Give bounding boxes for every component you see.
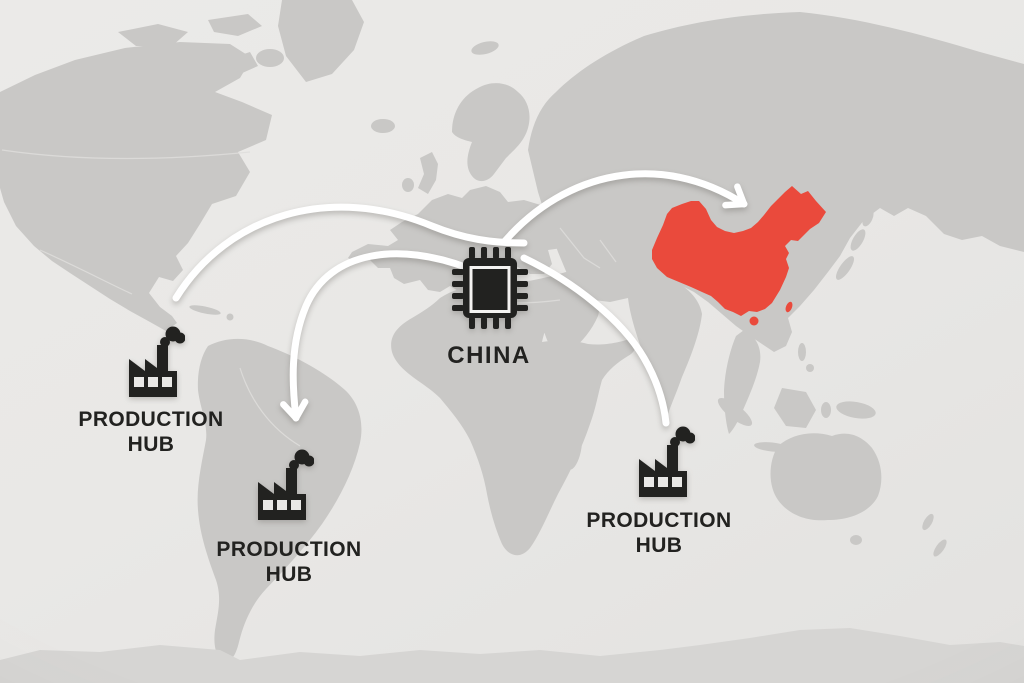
continent-north-america (0, 42, 272, 331)
britain (418, 152, 438, 194)
chip-pins (452, 247, 528, 329)
node-icons (129, 247, 695, 520)
hub2-label: PRODUCTION HUB (216, 537, 361, 587)
philippines (798, 343, 806, 361)
japan-main (850, 229, 866, 251)
sakhalin (848, 166, 860, 198)
hub3-label: PRODUCTION HUB (586, 508, 731, 558)
hainan (749, 316, 759, 326)
china-mainland (652, 186, 826, 316)
new-zealand-north (922, 513, 934, 531)
scandinavia (452, 83, 530, 182)
flow-arrows (172, 170, 748, 427)
new-guinea (836, 401, 876, 419)
continent-australia (770, 433, 882, 521)
japan-south (835, 256, 855, 280)
cuba (189, 305, 221, 315)
ireland (402, 178, 414, 192)
iceland (371, 119, 395, 133)
microchip-icon (452, 247, 528, 329)
arrow-hub1-to-chip (172, 203, 528, 302)
philippines-south (806, 364, 814, 372)
factory-icon-hub1 (129, 326, 185, 397)
arctic-islands (118, 14, 262, 74)
continent-antarctica (0, 628, 1024, 683)
continent-asia (528, 12, 1024, 352)
new-zealand-south (933, 539, 947, 557)
korea (793, 236, 811, 266)
hub2-label-line1: PRODUCTION (216, 538, 362, 561)
arctic-island (256, 49, 284, 67)
tasmania (850, 535, 862, 545)
hub1-label: PRODUCTION HUB (78, 407, 223, 457)
china-node-label: CHINA (447, 342, 531, 369)
factory-icon-hub3 (639, 426, 695, 497)
hub3-label-line1: PRODUCTION (586, 509, 732, 532)
borneo (774, 388, 816, 428)
greenland (278, 0, 364, 82)
hub1-label-line2: HUB (127, 433, 175, 456)
japan-north (862, 209, 874, 227)
arabia (539, 288, 600, 355)
svalbard (471, 41, 499, 55)
china-region (652, 186, 826, 326)
sumatra (717, 397, 753, 427)
hub3-label-line2: HUB (635, 534, 683, 557)
taiwan (785, 301, 793, 313)
arrow-chip-to-china (501, 170, 748, 245)
hispaniola (226, 313, 234, 321)
hub2-label-line2: HUB (265, 563, 313, 586)
arrow-chip-to-hub2 (280, 250, 472, 422)
hub1-label-line1: PRODUCTION (78, 408, 224, 431)
madagascar (565, 430, 583, 470)
india (628, 276, 702, 414)
sulawesi (821, 402, 831, 418)
arrow-chip-to-hub3 (520, 254, 670, 427)
chip-core (469, 266, 511, 313)
